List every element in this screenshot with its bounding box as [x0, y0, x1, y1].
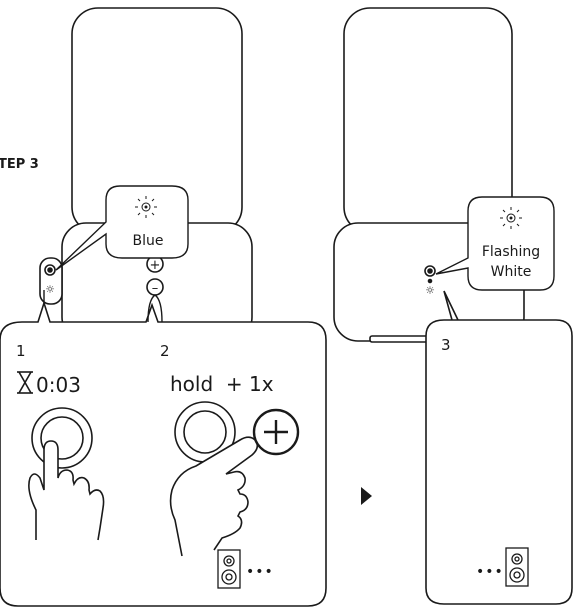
led-glow-icon — [500, 207, 522, 229]
right-speaker-sun-button-icon: ☼ — [425, 284, 435, 297]
left-instruction-panel: 1 0:03 2 hold + 1x — [0, 290, 327, 607]
right-speaker: ☼ — [333, 7, 525, 343]
left-speaker: ☼ + – — [39, 7, 253, 342]
speaker-icon — [217, 549, 241, 589]
step2-button-press-illustration — [169, 401, 259, 557]
step1-number: 1 — [16, 342, 26, 360]
led-callout-text: Blue — [133, 233, 164, 249]
ellipsis-left: ••• — [246, 564, 274, 580]
plus-button-icon — [252, 408, 300, 456]
ellipsis-right: ••• — [476, 564, 504, 580]
step2-number: 2 — [160, 342, 170, 360]
speaker-icon — [505, 547, 529, 587]
left-speaker-sun-button-icon: ☼ — [45, 283, 55, 296]
step3-number: 3 — [441, 336, 451, 354]
led-glow-icon — [135, 196, 157, 218]
led-callout-text-line1: Flashing — [482, 244, 540, 260]
right-speaker-stand — [369, 335, 431, 343]
minus-icon: – — [152, 281, 159, 296]
step1-timer-text: 0:03 — [36, 373, 81, 397]
step2-action-text: hold + 1x — [170, 372, 274, 396]
next-step-arrow-icon — [361, 487, 372, 505]
hourglass-icon — [17, 371, 33, 394]
step-label: TEP 3 — [0, 157, 39, 172]
right-instruction-panel: 3 ••• — [425, 290, 573, 605]
led-callout-text-line2: White — [491, 264, 532, 280]
step1-button-press-illustration — [28, 407, 105, 541]
led-callout-flashing-white: Flashing White — [435, 196, 555, 291]
plus-icon: + — [150, 258, 161, 273]
led-callout-blue: Blue — [55, 185, 189, 271]
